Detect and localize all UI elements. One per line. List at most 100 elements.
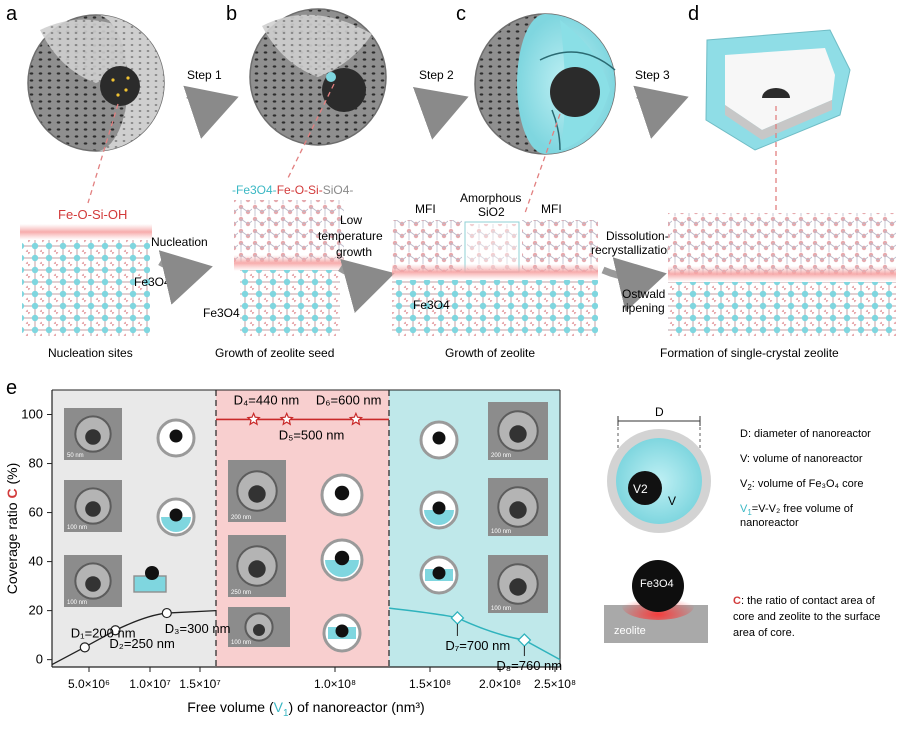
mfi-lattice-right bbox=[522, 220, 598, 272]
coverage-ratio-chart: 50 nm 100 nm 100 nm 200 nm 250 nm 100 nm 200 n… bbox=[4, 389, 576, 719]
x-axis-label: Free volume (V1) of nanoreactor (nm³) bbox=[187, 699, 424, 719]
caption-d: Formation of single-crystal zeolite bbox=[660, 346, 839, 360]
schematic-core bbox=[334, 550, 350, 566]
fe3o4-crystal-c bbox=[392, 280, 598, 336]
tem-core bbox=[85, 576, 101, 592]
step-3-arrow bbox=[633, 85, 689, 139]
legend-c-text-1: C: the ratio of contact area of bbox=[733, 595, 876, 607]
panel-letter-d: d bbox=[688, 3, 699, 25]
series-1-point bbox=[161, 607, 172, 619]
amorphous-sio2-lattice bbox=[467, 224, 517, 270]
legend-v-text: V: volume of nanoreactor bbox=[740, 453, 863, 465]
series-1-label: D₂=250 nm bbox=[109, 636, 174, 651]
series-1-point bbox=[110, 625, 121, 636]
mfi-left-label: MFI bbox=[415, 202, 436, 216]
tem-core bbox=[85, 501, 101, 517]
temperature-label: temperature bbox=[318, 229, 383, 243]
legend-v2-text: V2: volume of Fe₃O₄ core bbox=[740, 478, 863, 492]
core-v2-label: V2 bbox=[633, 482, 648, 496]
tem-core bbox=[509, 578, 527, 596]
caption-a: Nucleation sites bbox=[48, 346, 133, 360]
diameter-symbol: D bbox=[655, 405, 664, 419]
fe3o4-core bbox=[628, 471, 662, 505]
schematic-core bbox=[169, 429, 183, 443]
x-tick-label: 1.5×10⁸ bbox=[409, 677, 451, 691]
legend-d-text: D: diameter of nanoreactor bbox=[740, 428, 871, 440]
y-tick-label: 60 bbox=[29, 505, 43, 520]
x-tick-label: 2.5×10⁸ bbox=[534, 677, 576, 691]
interface-band-a bbox=[20, 224, 152, 240]
tem-core bbox=[509, 501, 527, 519]
tem-scale-bar: 100 nm bbox=[231, 640, 251, 646]
series-2-label: D₆=600 nm bbox=[316, 392, 382, 407]
legend-diagram: D V2 V D: diameter of nanoreactor V: vol… bbox=[604, 405, 880, 643]
legend-v1-text-line2: nanoreactor bbox=[740, 517, 799, 529]
tem-scale-bar: 200 nm bbox=[231, 515, 251, 521]
mfi-right-label: MFI bbox=[541, 202, 562, 216]
schematic-core bbox=[169, 508, 183, 522]
tem-core bbox=[248, 485, 266, 503]
x-tick-label: 2.0×10⁸ bbox=[479, 677, 521, 691]
caption-c: Growth of zeolite bbox=[445, 346, 535, 360]
amorphous-label: Amorphous bbox=[460, 191, 521, 205]
single-crystal-zeolite-lattice bbox=[668, 213, 896, 275]
legend-c-text-2: core and zeolite to the surface bbox=[733, 611, 880, 623]
panel-letter-c: c bbox=[456, 3, 466, 25]
mfi-lattice-left bbox=[392, 220, 462, 272]
dissolution-label: Dissolution- bbox=[606, 229, 669, 243]
tem-scale-bar: 100 nm bbox=[491, 529, 511, 535]
step-2-label: Step 2 bbox=[419, 68, 454, 82]
x-tick-label: 1.0×10⁷ bbox=[129, 677, 170, 691]
sphere-a bbox=[27, 14, 165, 152]
x-tick-label: 5.0×10⁶ bbox=[68, 677, 110, 691]
fe3o4-label-a: Fe3O4 bbox=[134, 275, 171, 289]
legend-c-text-3: area of core. bbox=[733, 627, 795, 639]
series-3-point bbox=[450, 611, 465, 625]
series-1-label: D₁=200 nm bbox=[71, 625, 136, 640]
low-temp-arrow bbox=[338, 258, 395, 313]
y-tick-label: 0 bbox=[36, 652, 43, 667]
panel-letter-e: e bbox=[6, 377, 17, 399]
fe3o4-crystal-a bbox=[22, 240, 150, 336]
panel-letter-a: a bbox=[6, 3, 18, 25]
series-1-label: D₃=300 nm bbox=[165, 621, 231, 636]
core-particle bbox=[100, 66, 140, 106]
tem-scale-bar: 250 nm bbox=[231, 590, 251, 596]
series-3-point bbox=[517, 633, 532, 647]
x-tick-label: 1.0×10⁸ bbox=[314, 677, 356, 691]
tem-scale-bar: 200 nm bbox=[491, 453, 511, 459]
schematic-core bbox=[432, 501, 446, 515]
series-3-label: D₇=700 nm bbox=[445, 638, 510, 653]
tem-core bbox=[85, 429, 101, 445]
series-3-label: D₈=760 nm bbox=[496, 658, 562, 673]
low-label: Low bbox=[340, 213, 362, 227]
dissolution-arrow bbox=[601, 257, 667, 312]
series-2-point bbox=[279, 411, 294, 426]
fe3o4-label-b: Fe3O4 bbox=[203, 306, 240, 320]
core-particle bbox=[550, 67, 600, 117]
series-2-label: D₄=440 nm bbox=[234, 392, 300, 407]
legend-core-label: Fe3O4 bbox=[640, 578, 674, 590]
fe3o4-crystal-b bbox=[240, 270, 340, 336]
schematic-zeolite-fill bbox=[161, 517, 191, 532]
schematic-core bbox=[432, 566, 446, 580]
y-axis-label: Coverage ratio C (%) bbox=[4, 463, 20, 595]
tem-scale-bar: 50 nm bbox=[67, 453, 84, 459]
schematic-core bbox=[432, 431, 446, 445]
zeolite-seed-lattice bbox=[234, 200, 344, 262]
schematic-core bbox=[145, 566, 159, 580]
tem-core bbox=[253, 624, 265, 636]
interface-band-b bbox=[234, 255, 344, 271]
series-2-label: D₅=500 nm bbox=[279, 427, 345, 442]
recrystallization-label: recrystallization bbox=[591, 243, 674, 257]
fe3o4-crystal-d bbox=[668, 282, 896, 336]
tem-core bbox=[248, 560, 266, 578]
legend-v1-text: V1=V-V₂ free volume of bbox=[740, 503, 854, 517]
caption-b: Growth of zeolite seed bbox=[215, 346, 334, 360]
crystal-prism-d bbox=[705, 29, 851, 151]
series-2-point bbox=[246, 411, 261, 426]
legend-core bbox=[632, 560, 684, 612]
tem-scale-bar: 100 nm bbox=[67, 600, 87, 606]
x-tick-label: 1.5×10⁷ bbox=[179, 677, 220, 691]
